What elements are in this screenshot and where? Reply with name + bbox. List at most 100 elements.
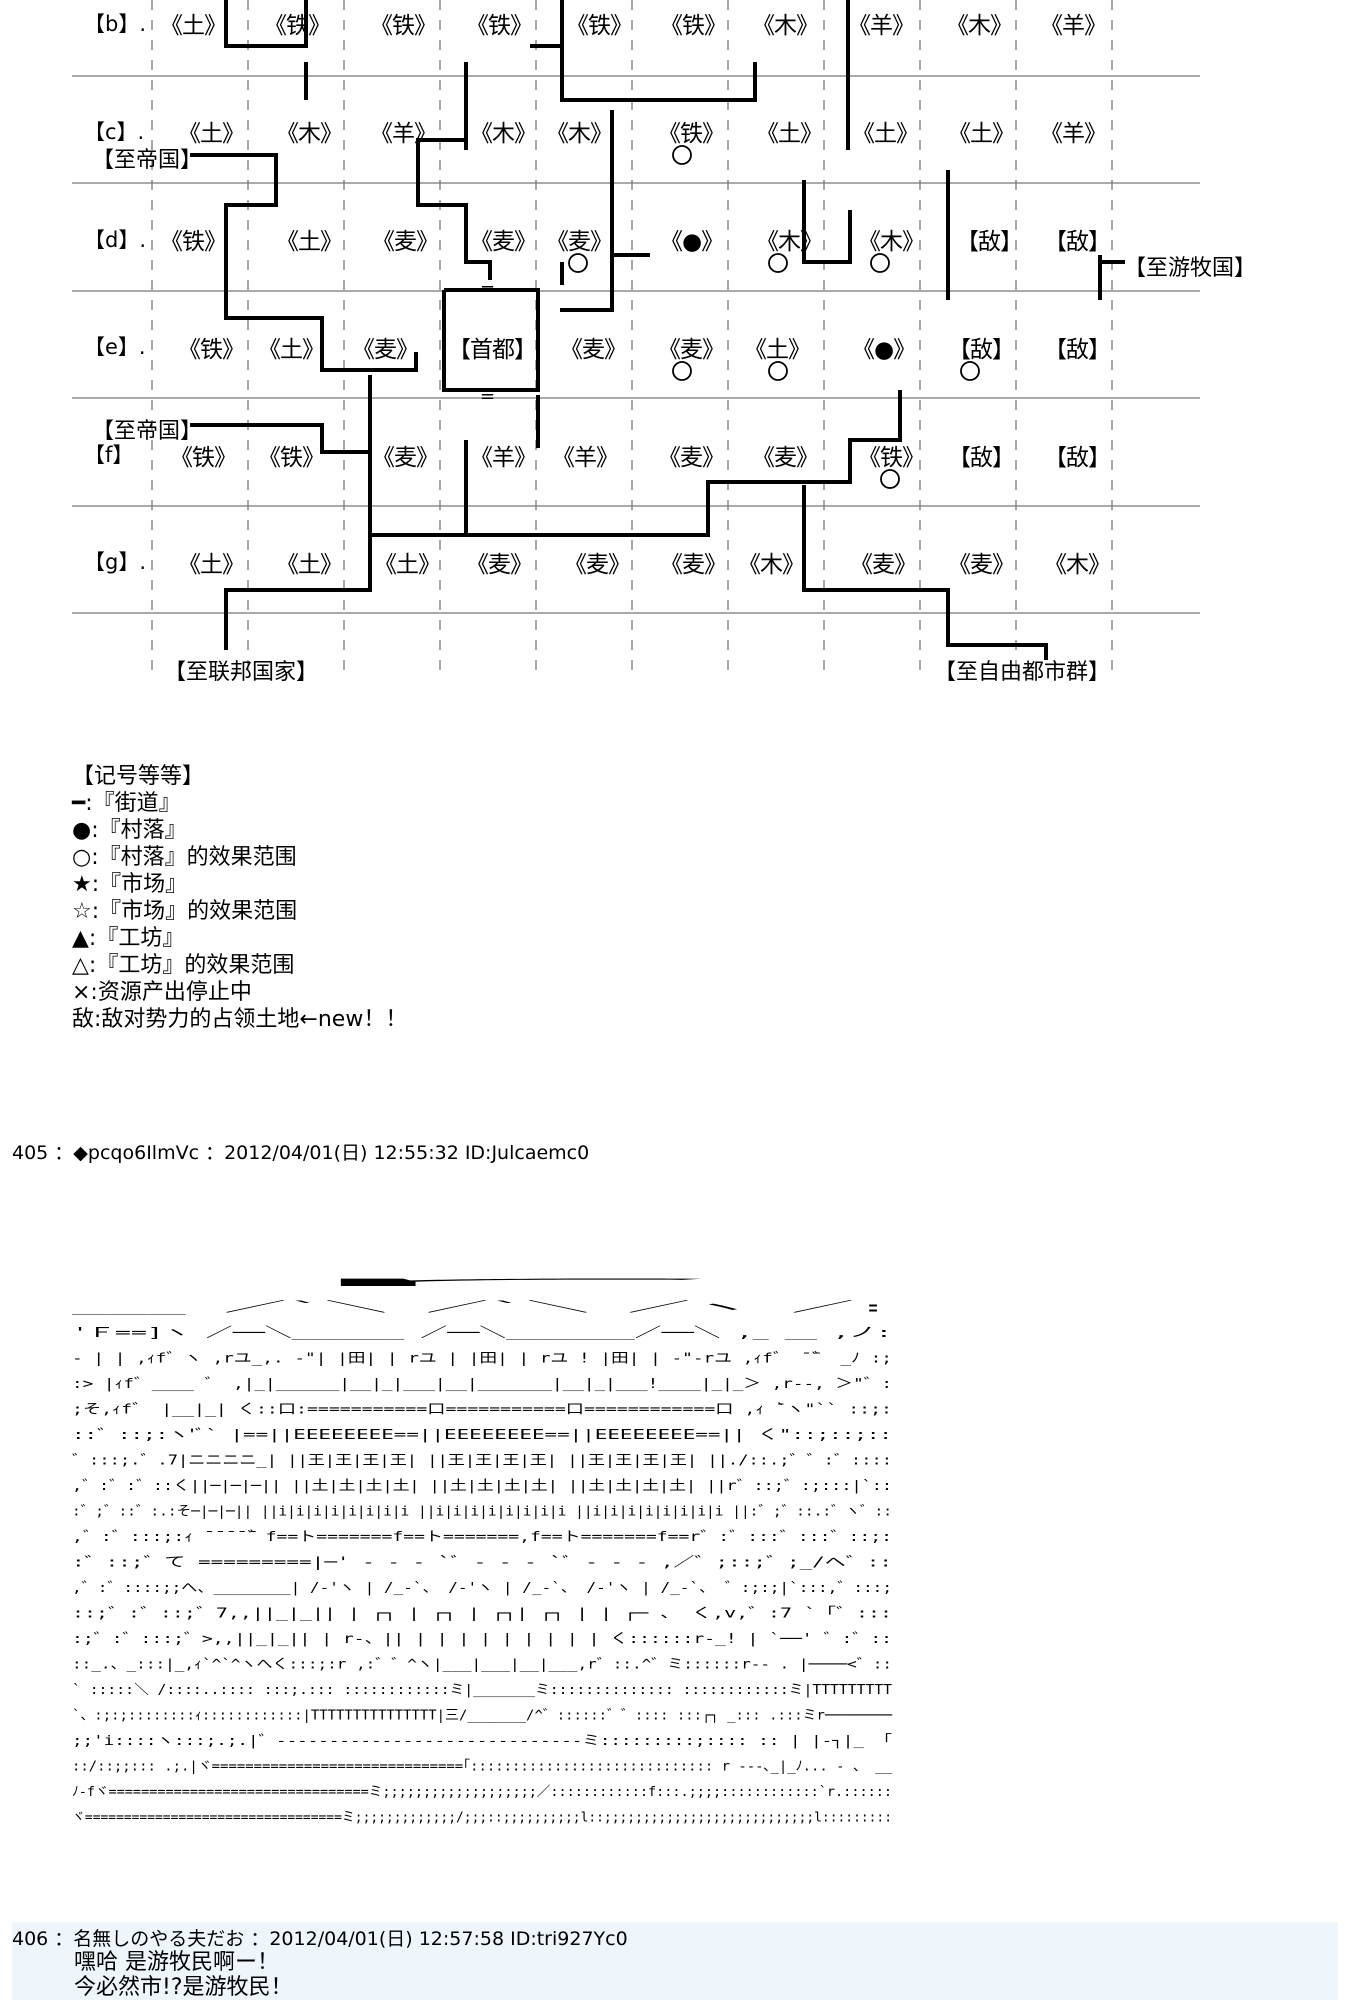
map-cell: 《土》 — [276, 229, 343, 255]
post-406: 406 ：名無しのやる夫だお ：2012/04/01(日) 12:57:58 I… — [12, 1922, 1338, 2000]
map-cell: 《木》 — [858, 229, 925, 255]
legend: 【记号等等】 ━:『街道』 ●:『村落』 ○:『村落』的效果范围 ★:『市场』 … — [72, 763, 407, 1033]
map-cell: 《麦》 — [466, 552, 533, 578]
ascii-art-line: 'Ｆ==]ヽ ／──＼_______ ／──＼________／──＼ ,_ _… — [72, 1325, 892, 1341]
map-cell: 《土》 — [178, 552, 245, 578]
map-cell: 《麦》 — [352, 337, 419, 363]
map-cell: 《木》 — [738, 552, 805, 578]
post-406-line: 嘿哈 是游牧民啊ー！ — [74, 1950, 279, 1975]
post-405-header: 405 ：◆pcqo6IlmVc ：2012/04/01(日) 12:55:32… — [12, 1142, 590, 1164]
map-cell: 《麦》 — [658, 337, 725, 363]
map-cell: 《木》 — [756, 229, 823, 255]
map-cell: 《麦》 — [658, 445, 725, 471]
map-cell: 《羊》 — [1040, 121, 1107, 147]
capital-mark-bottom: = — [480, 386, 496, 407]
map-cell: 《麦》 — [372, 445, 439, 471]
map-cell: 《木》 — [752, 13, 819, 39]
ascii-art-line: ::゛::;:ヽ'ﾞ` |==||EEEEEEEE==||EEEEEEEE==|… — [72, 1427, 892, 1443]
map-cell: 《木》 — [470, 121, 537, 147]
range-circle — [870, 253, 890, 273]
range-circle — [672, 361, 692, 381]
map-cell: 《土》 — [374, 552, 441, 578]
strategy-map: 【b】. 【c】. 【d】. 【e】. 【f】 【g】. 《土》 《铁》 《铁》… — [0, 0, 1350, 700]
map-cell: 《●》 — [660, 229, 724, 255]
legend-item-market-range: ☆:『市场』的效果范围 — [72, 899, 298, 924]
legend-item-village-range: ○:『村落』的效果范围 — [72, 845, 297, 870]
exit-to-free-cities: 【至自由都市群】 — [934, 660, 1111, 685]
range-circle — [960, 361, 980, 381]
exit-to-empire-f: 【至帝国】 — [92, 419, 203, 444]
ascii-art-line: ,゛:゛::::;;へ、________| /‐'ヽ | /_‐`、 /‐'ヽ … — [72, 1580, 892, 1596]
ascii-art-line: ___ ／`＼ ／`＼ ／ヽ ／: — [72, 1300, 892, 1316]
village-range-markers — [568, 145, 980, 489]
ascii-art-line: :> |ｨf゛____ ゛ ,|_|______|__|_|___|__|___… — [72, 1376, 892, 1392]
post-406-line: 今必然市!?是游牧民！ — [74, 1975, 293, 2000]
map-cell: 《木》 — [546, 121, 613, 147]
map-cell: 《麦》 — [560, 337, 627, 363]
ascii-art-line: ` :::::＼ /::::..:::: :::;.::: ::::::::::… — [72, 1682, 892, 1698]
post-406-header: 406 ：名無しのやる夫だお ：2012/04/01(日) 12:57:58 I… — [12, 1928, 628, 1950]
map-cell: 《麦》 — [752, 445, 819, 471]
map-cell: 【敌】 — [1044, 445, 1111, 471]
map-cell: 【敌】 — [1044, 229, 1111, 255]
vertical-grid-lines — [151, 0, 1113, 680]
ascii-art-line: ヾ=================================ミ;;;;;… — [72, 1810, 892, 1826]
map-cell: 《铁》 — [660, 13, 727, 39]
map-cell: 【敌】 — [948, 445, 1015, 471]
exit-to-nomads: 【至游牧国】 — [1124, 256, 1257, 281]
map-cell: 《羊》 — [1040, 13, 1107, 39]
ascii-art-line: `、:;:;::::::::ｨ::::::::::::|TTTTTTTTTTTT… — [72, 1708, 893, 1724]
map-cell: 《麦》 — [372, 229, 439, 255]
map-cell: 【敌】 — [1044, 337, 1111, 363]
map-cell: 《土》 — [178, 121, 245, 147]
legend-item-workshop-range: △:『工坊』的效果范围 — [72, 953, 295, 978]
ascii-art-line: ,゛:゛:゛::く||─|─|─|| ||土|土|土|土| ||土|土|土|土|… — [72, 1478, 892, 1494]
range-circle — [568, 253, 588, 273]
map-cell: 《羊》 — [552, 445, 619, 471]
map-cell: 《铁》 — [178, 337, 245, 363]
map-cell: 【敌】 — [948, 337, 1015, 363]
legend-title: 【记号等等】 — [72, 764, 205, 789]
ascii-art-line: ;;'i::::ヽ:::;.;.|゛‐‐‐‐‐‐‐‐‐‐‐‐‐‐‐‐‐‐‐‐‐‐… — [72, 1733, 893, 1749]
map-cell: 《麦》 — [564, 552, 631, 578]
range-circle — [672, 145, 692, 165]
range-circle — [768, 361, 788, 381]
capital-mark-top: = — [480, 278, 496, 299]
legend-item-market: ★:『市场』 — [72, 872, 188, 897]
map-cell: 《土》 — [948, 121, 1015, 147]
row-label-e: 【e】. — [84, 335, 146, 359]
range-circle — [880, 469, 900, 489]
legend-item-village: ●:『村落』 — [72, 818, 187, 843]
map-grid — [72, 0, 1200, 680]
ascii-art-line: ,゛:゛:::;:ｨ ̄ ̄ ̄ ̄ ̄゛f==ト=======f==ト====… — [72, 1529, 892, 1545]
map-cell: 《土》 — [276, 552, 343, 578]
ascii-art-line: ::;゛:゛::;゛7,,||_|_|| | ┌┐ | ┌┐ | ┌┐| ┌┐ … — [72, 1606, 892, 1622]
map-cell: 《木》 — [276, 121, 343, 147]
ascii-art: ｒ ___ ／`＼ ／`＼ ／ヽ ／: 'Ｆ==]ヽ ／──＼_______ ／… — [72, 1274, 893, 1826]
ascii-art-line: :゛::;゛て =========|─' ‐ ‐ ‐ `ﾞ ‐ ‐ ‐ `ﾞ ‐… — [72, 1555, 892, 1571]
exit-to-federation: 【至联邦国家】 — [164, 660, 319, 685]
legend-item-halted: ×:资源产出停止中 — [72, 980, 252, 1005]
map-cell: 《土》 — [258, 337, 325, 363]
row-label-b: 【b】. — [84, 12, 147, 36]
ascii-art-line: ゛:::;.゛.7|ニニニニ_| ||王|王|王|王| ||王|王|王|王| |… — [72, 1453, 892, 1469]
ascii-art-line: :;゛:゛:::;゛>,,||_|_|| | r‐、|| | | | | | |… — [72, 1631, 892, 1647]
ascii-art-line: ;そ,ｨf゛ |__|_| く::口:===========口=========… — [72, 1402, 892, 1418]
map-cell: 《土》 — [160, 13, 227, 39]
legend-item-enemy: 敌:敌对势力的占领土地←new！！ — [72, 1007, 408, 1032]
horizontal-grid-lines — [72, 75, 1200, 614]
map-cell: 《●》 — [852, 337, 916, 363]
map-cell: 《铁》 — [258, 445, 325, 471]
map-cell: 《麦》 — [948, 552, 1015, 578]
map-cell: 《羊》 — [848, 13, 915, 39]
map-cell: 《土》 — [756, 121, 823, 147]
map-cell: 《土》 — [852, 121, 919, 147]
map-cell: 《铁》 — [160, 229, 227, 255]
map-cell: 《木》 — [1044, 552, 1111, 578]
range-circle — [768, 253, 788, 273]
post-406-body: 嘿哈 是游牧民啊ー！ 今必然市!?是游牧民！ — [74, 1950, 293, 2000]
map-cell: 《羊》 — [470, 445, 537, 471]
ascii-art-line: - | | ,ｨf゛ヽ ,rユ_,. -"| |田| | rユ | |田| | … — [72, 1351, 892, 1367]
map-cell: 《铁》 — [858, 445, 925, 471]
row-label-c: 【c】. — [84, 120, 145, 144]
